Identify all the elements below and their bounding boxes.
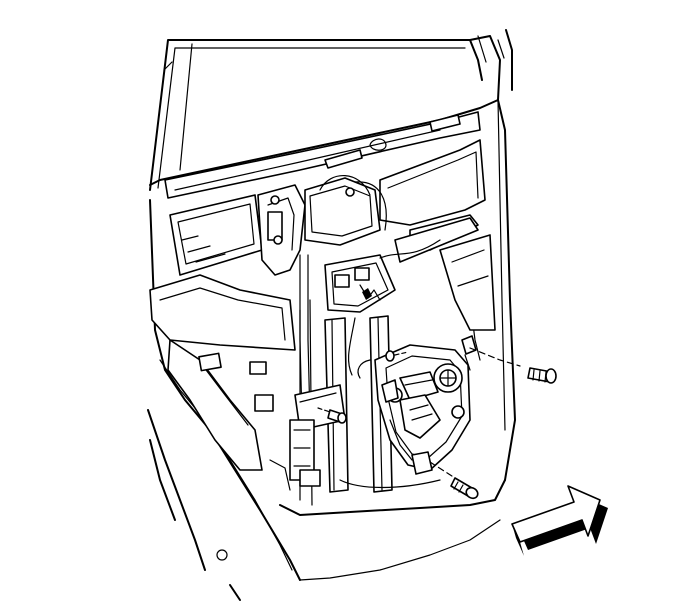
bolt-icon [317,407,347,424]
front-direction-arrow-icon [511,485,608,556]
right-duct [379,139,496,361]
regulator-motor-module [357,335,477,475]
bolt-icon [385,350,409,362]
bolt-icon [469,347,557,384]
inside-handle-cables [299,239,441,421]
upper-trim-strip [164,111,481,199]
door-shell [147,99,516,601]
bolt-icon [429,461,479,500]
door-latch-assembly [257,175,387,276]
inner-panel [149,194,296,491]
window-frame [149,29,513,191]
